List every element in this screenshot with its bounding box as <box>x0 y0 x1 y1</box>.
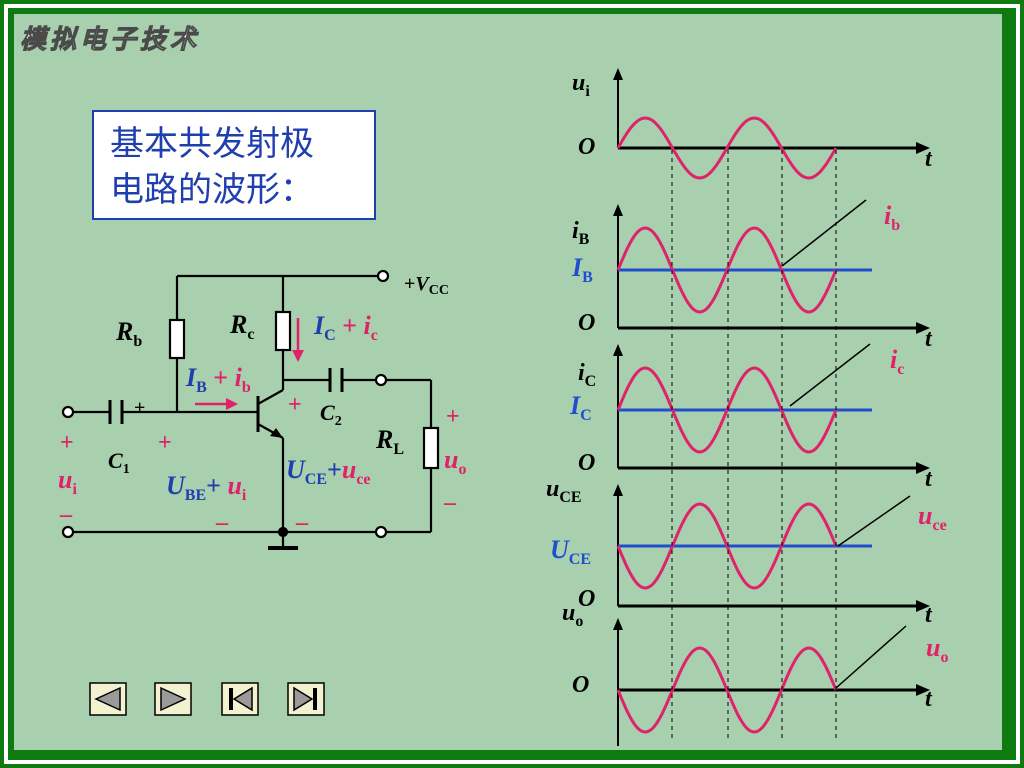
first-button[interactable] <box>221 682 259 716</box>
t-label-5: t <box>925 686 933 712</box>
ib-waveform <box>616 226 838 314</box>
triangle-left-icon <box>94 686 121 712</box>
course-logo: 模拟电子技术 <box>20 25 200 54</box>
uo-minus: – <box>443 490 457 516</box>
ic-arrow-head <box>292 350 304 362</box>
waveform-group <box>613 68 930 746</box>
last-button[interactable] <box>287 682 325 716</box>
rb-label: Rb <box>115 317 142 350</box>
ic-total-label: IC + ic <box>313 311 378 344</box>
title-box <box>92 110 376 220</box>
ui-waveform <box>616 116 838 180</box>
uce-axis-label: uCE <box>546 476 582 506</box>
UCE-dc-label: UCE <box>550 535 591 568</box>
rl-label: RL <box>375 425 404 458</box>
uce-t-arrow <box>916 600 930 612</box>
IC-dc-label: IC <box>569 391 592 424</box>
uce-plus: + <box>288 392 302 418</box>
pointer-lines <box>781 199 911 689</box>
uo-t-arrow <box>916 684 930 696</box>
origin-label-4: O <box>578 586 595 612</box>
ui-y-arrow <box>613 68 623 80</box>
ib-ac-label: ib <box>884 201 900 234</box>
amplifier-circuit <box>61 269 440 550</box>
uce-ac-label: uce <box>918 501 947 534</box>
waveform-component-labels: IB IC UCE ib ic uce uo <box>550 201 948 666</box>
ube-plus: + <box>158 430 172 456</box>
uce-total-label: UCE+uce <box>286 455 371 488</box>
t-label-3: t <box>925 466 933 492</box>
ib-axis-label: iB <box>572 218 590 248</box>
skip-to-end-icon <box>293 686 314 712</box>
origin-label-5: O <box>572 672 589 698</box>
uce-minus: – <box>295 510 309 536</box>
c1-label: C1 <box>108 448 130 477</box>
c1-polarity: + <box>134 397 145 419</box>
t-label-1: t <box>925 146 933 172</box>
prev-button[interactable] <box>89 682 127 716</box>
ube-total-label: UBE+ ui <box>166 471 247 504</box>
c2-label: C2 <box>320 400 342 429</box>
ib-y-arrow <box>613 204 623 216</box>
ui-circuit-label: ui <box>58 465 77 498</box>
waveform-labels: ui O t iB O t iC O t uCE O t uo O t <box>546 70 933 712</box>
origin-label-2: O <box>578 310 595 336</box>
t-label-4: t <box>925 602 933 628</box>
ube-minus: – <box>215 510 229 536</box>
IB-dc-label: IB <box>571 253 593 286</box>
ic-t-arrow <box>916 462 930 474</box>
title-line-1: 基本共发射极 <box>110 124 314 164</box>
skip-to-start-icon <box>229 688 233 710</box>
ui-t-arrow <box>916 142 930 154</box>
ic-axis-label: iC <box>578 360 596 390</box>
triangle-right-icon <box>160 686 187 712</box>
ui-plus: + <box>60 430 74 456</box>
uo-plus: + <box>446 404 460 430</box>
rc-label: Rc <box>229 310 254 343</box>
nav-bar <box>89 682 325 716</box>
ic-waveform <box>616 366 838 454</box>
title-line-2: 电路的波形： <box>110 170 314 210</box>
next-button[interactable] <box>154 682 192 716</box>
t-label-2: t <box>925 326 933 352</box>
polarity-marks: + – + – + – + – <box>59 392 460 536</box>
ui-axis-label: ui <box>572 70 590 100</box>
ib-arrow-head <box>226 398 238 410</box>
origin-label-3: O <box>578 450 595 476</box>
uo-y-arrow <box>613 618 623 630</box>
ui-minus: – <box>59 502 73 528</box>
ib-total-label: IB + ib <box>185 363 251 396</box>
ic-ac-label: ic <box>890 345 904 378</box>
resistor-rc <box>274 310 292 352</box>
emitter-arrow <box>270 428 283 438</box>
vcc-label: +VCC <box>404 273 449 298</box>
resistor-rb <box>168 318 186 360</box>
uce-waveform <box>616 502 838 590</box>
resistor-rl <box>422 426 440 470</box>
ic-y-arrow <box>613 344 623 356</box>
uo-waveform <box>616 646 838 734</box>
uo-ac-label: uo <box>926 633 948 666</box>
uo-circuit-label: uo <box>444 445 466 478</box>
ib-t-arrow <box>916 322 930 334</box>
origin-label-1: O <box>578 134 595 160</box>
uo-axis-label: uo <box>562 600 583 630</box>
uce-y-arrow <box>613 484 623 496</box>
